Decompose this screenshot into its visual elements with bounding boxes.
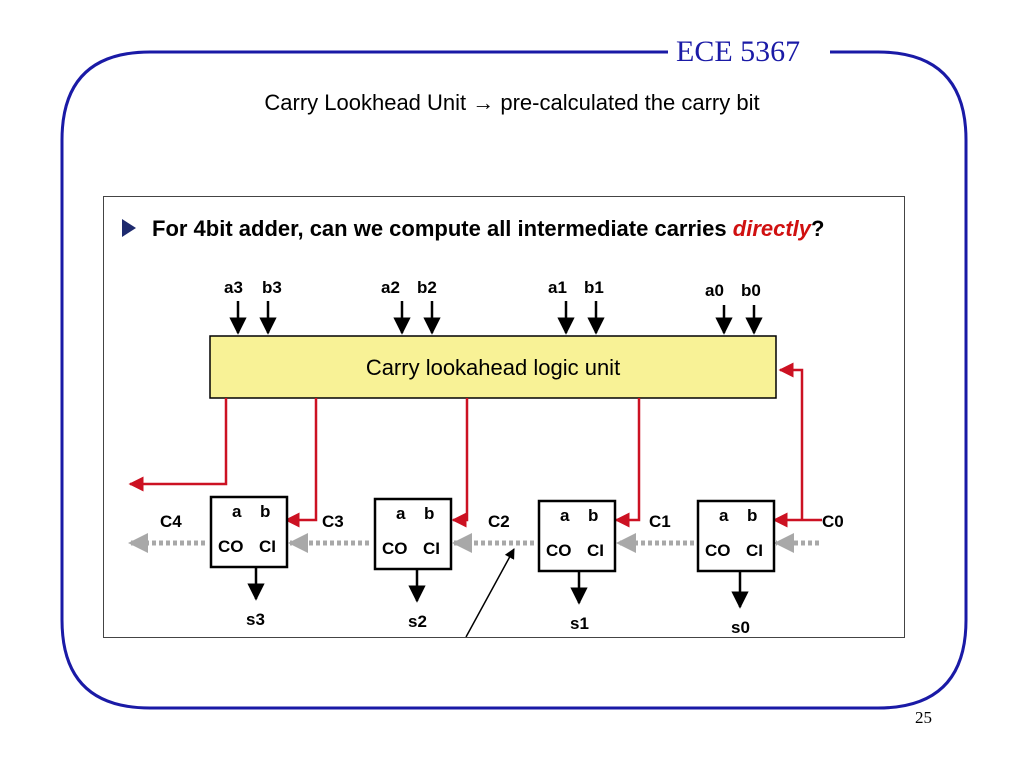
- carry-lookahead-unit-label: Carry lookahead logic unit: [366, 355, 620, 380]
- sum-label-s1: s1: [570, 614, 589, 633]
- adder-1-input-a: a: [560, 506, 570, 525]
- input-label-b3: b3: [262, 278, 282, 297]
- adder-3-input-b: b: [260, 502, 270, 521]
- carry-line-c4-out: [128, 398, 228, 492]
- carry-label-c0: C0: [822, 512, 844, 531]
- carry-lookahead-figure: For 4bit adder, can we compute all inter…: [103, 196, 905, 638]
- full-adder-1: a b CO CI: [537, 499, 617, 573]
- adder-0-co: CO: [705, 541, 731, 560]
- input-label-a1: a1: [548, 278, 567, 297]
- full-adder-0: a b CO CI: [696, 499, 776, 573]
- sum-label-s0: s0: [731, 618, 750, 637]
- full-adder-2: a b CO CI: [373, 497, 453, 571]
- adder-3-co: CO: [218, 537, 244, 556]
- carry-label-c2: C2: [488, 512, 510, 531]
- input-label-b1: b1: [584, 278, 604, 297]
- adder-2-input-b: b: [424, 504, 434, 523]
- full-adder-3: a b CO CI: [209, 495, 289, 569]
- page-number: 25: [915, 708, 932, 727]
- carry-line-c2: [451, 398, 469, 528]
- carry-lookahead-unit: [209, 335, 777, 399]
- carry-label-c3: C3: [322, 512, 344, 531]
- adder-0-input-b: b: [747, 506, 757, 525]
- bullet-icon: [122, 219, 136, 237]
- adder-3-ci: CI: [259, 537, 276, 556]
- adder-2-co: CO: [382, 539, 408, 558]
- input-label-a3: a3: [224, 278, 243, 297]
- input-label-b0: b0: [741, 281, 761, 300]
- input-label-a0: a0: [705, 281, 724, 300]
- adder-0-input-a: a: [719, 506, 729, 525]
- adder-0-ci: CI: [746, 541, 763, 560]
- adder-2-input-a: a: [396, 504, 406, 523]
- adder-2-ci: CI: [423, 539, 440, 558]
- input-label-b2: b2: [417, 278, 437, 297]
- carry-label-c1: C1: [649, 512, 671, 531]
- question-text: For 4bit adder, can we compute all inter…: [152, 216, 824, 241]
- course-tag: ECE 5367: [672, 34, 805, 70]
- adder-1-ci: CI: [587, 541, 604, 560]
- carry-line-c1: [614, 398, 641, 528]
- adder-1-co: CO: [546, 541, 572, 560]
- carry-line-c0-feedback: [778, 362, 804, 520]
- sum-label-s2: s2: [408, 612, 427, 631]
- adder-1-input-b: b: [588, 506, 598, 525]
- adder-3-input-a: a: [232, 502, 242, 521]
- carry-label-c4: C4: [160, 512, 182, 531]
- slide-title: Carry Lookhead Unit → pre-calculated the…: [264, 90, 760, 115]
- sum-label-s3: s3: [246, 610, 265, 629]
- input-label-a2: a2: [381, 278, 400, 297]
- annotation-pointer: [465, 548, 515, 637]
- carry-line-c3: [284, 398, 318, 528]
